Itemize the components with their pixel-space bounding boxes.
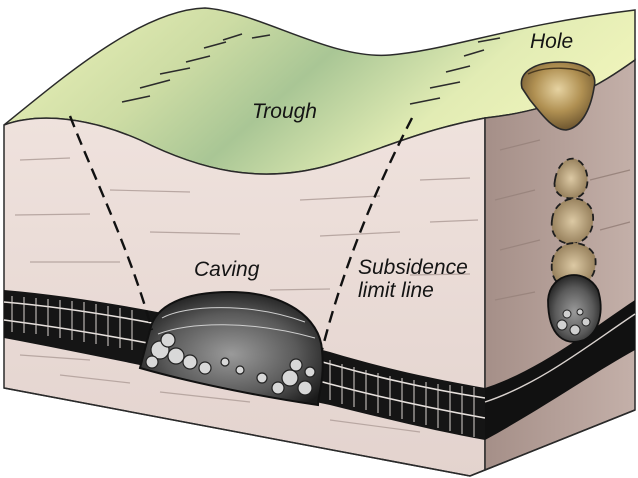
label-subsidence-line2: limit line [358, 279, 434, 302]
strata-lines [14, 157, 479, 433]
label-subsidence-limit-line: Subsidence limit line [358, 256, 468, 302]
cavity-roof-layers [157, 307, 316, 339]
rubble-boulders [145, 332, 316, 396]
label-caving: Caving [194, 258, 260, 281]
seam-hatching [11, 296, 475, 437]
subsidence-limit-line-right [320, 117, 414, 351]
side-strata-lines [494, 139, 631, 301]
side-seam-band [484, 313, 636, 403]
side-rubble [556, 308, 591, 336]
trough-hatch-marks [121, 33, 501, 105]
block-bottom-edge [3, 387, 636, 477]
label-trough: Trough [252, 100, 317, 123]
side-coal-seam [485, 300, 635, 440]
label-subsidence-line1: Subsidence [358, 256, 468, 279]
surface-hole [520, 61, 596, 131]
hole-rim [527, 67, 591, 77]
label-hole: Hole [530, 30, 574, 53]
subsidence-limit-line-left [68, 115, 154, 331]
